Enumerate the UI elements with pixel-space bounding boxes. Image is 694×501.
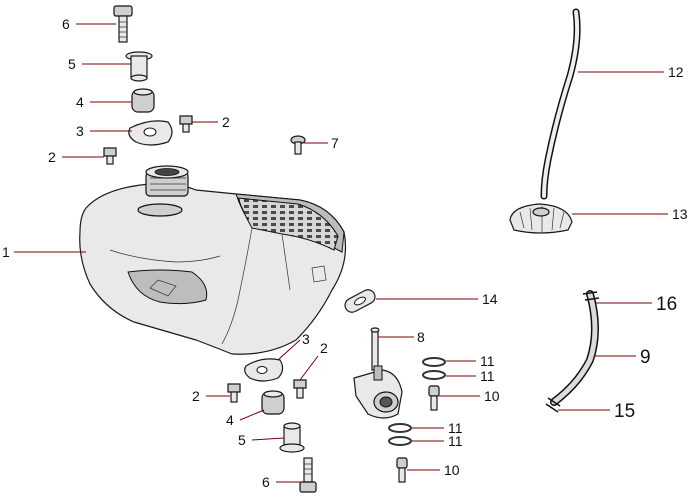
o-ring-upper-b — [422, 370, 446, 380]
callout-15: 15 — [614, 401, 635, 422]
callout-11-c: 11 — [448, 420, 463, 436]
callout-2-lower-right: 2 — [320, 340, 328, 356]
leader-lines — [14, 23, 668, 483]
callout-2-upper-right: 2 — [222, 114, 230, 130]
callout-11-d: 11 — [448, 433, 463, 449]
fuel-tank — [79, 165, 347, 355]
fuel-tap — [353, 327, 403, 419]
callout-14: 14 — [482, 291, 498, 307]
bolt-upper — [113, 5, 133, 43]
callout-7: 7 — [331, 135, 339, 151]
screw-upper-right — [179, 115, 193, 133]
mounting-bracket-lower — [244, 358, 284, 382]
fuel-cap — [509, 203, 573, 234]
bolt-10-upper — [428, 385, 440, 411]
rubber-grommet-upper — [131, 88, 155, 113]
bolt-10-lower — [396, 457, 408, 483]
callout-11-b: 11 — [480, 368, 495, 384]
o-ring-lower-a — [388, 423, 412, 433]
screw-lower-left — [227, 383, 241, 403]
callout-6-lower: 6 — [262, 474, 270, 490]
callout-4-lower: 4 — [226, 412, 234, 428]
o-ring-upper-a — [422, 357, 446, 367]
bolt-lower — [299, 457, 317, 493]
fuel-hose — [545, 290, 600, 413]
screw-upper-left — [103, 147, 117, 165]
callout-8: 8 — [417, 329, 425, 345]
callout-1: 1 — [2, 244, 10, 260]
callout-2-upper-left: 2 — [48, 149, 56, 165]
callout-16: 16 — [656, 294, 677, 315]
small-bolt-7 — [290, 135, 306, 155]
callout-11-a: 11 — [480, 353, 495, 369]
callout-10-lower: 10 — [444, 462, 460, 478]
screw-lower-right — [293, 379, 307, 399]
rubber-grommet-lower — [261, 390, 285, 415]
callout-4-upper: 4 — [76, 94, 84, 110]
callout-labels: 1 6 5 4 3 2 2 7 12 13 14 16 9 15 8 3 2 1… — [2, 16, 688, 490]
callout-6-upper: 6 — [62, 16, 70, 32]
callout-2-lower-left: 2 — [192, 388, 200, 404]
callout-10-upper: 10 — [484, 388, 500, 404]
bushing-lower — [279, 422, 305, 453]
callout-5-lower: 5 — [238, 432, 246, 448]
callout-13: 13 — [672, 206, 688, 222]
callout-3-lower: 3 — [302, 331, 310, 347]
o-ring-lower-b — [388, 436, 412, 446]
callout-12: 12 — [668, 64, 684, 80]
hose-clip — [344, 289, 376, 313]
mounting-bracket-upper — [128, 120, 173, 146]
callout-5-upper: 5 — [68, 56, 76, 72]
callout-9: 9 — [640, 347, 651, 368]
bushing-upper — [125, 51, 153, 82]
breather-tube — [540, 8, 581, 200]
callout-3-upper: 3 — [76, 123, 84, 139]
